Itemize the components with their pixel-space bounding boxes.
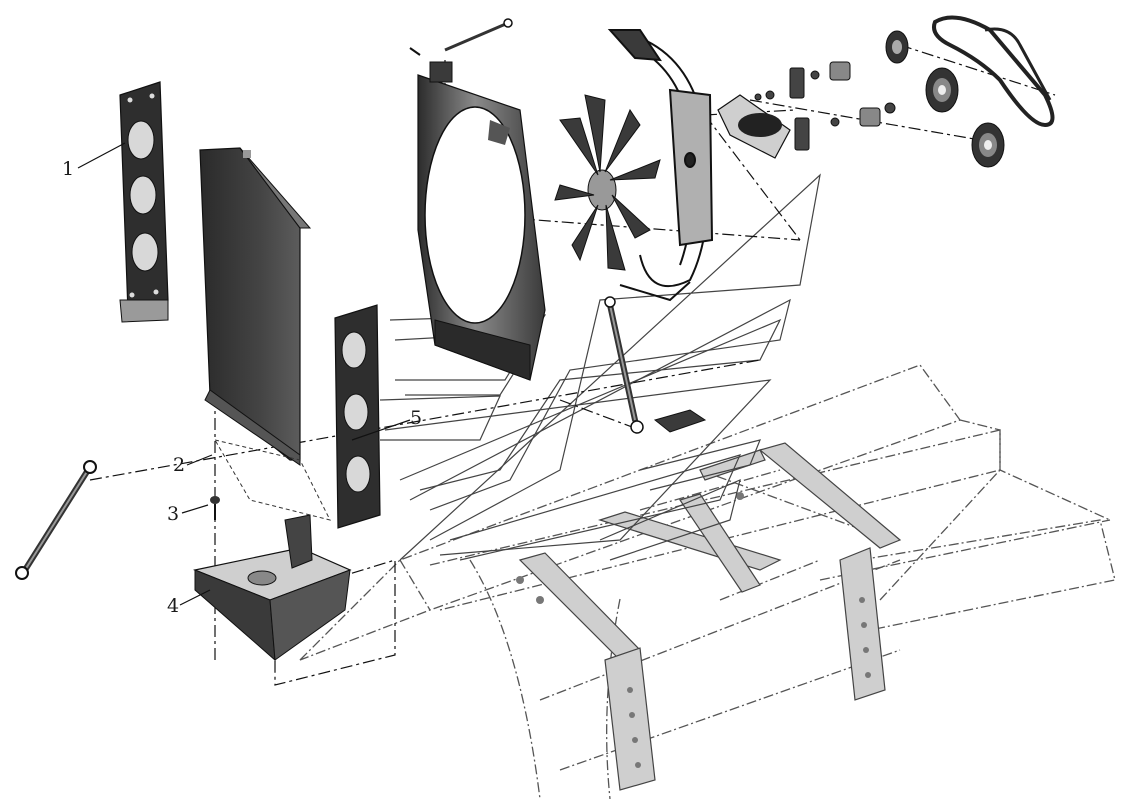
fan-stay-rod-lower [604, 296, 707, 434]
drive-belt [932, 15, 1055, 128]
frame-crossmember [518, 442, 902, 791]
callout-label-5: 5 [410, 407, 423, 429]
tie-rod-left [15, 460, 97, 580]
left-side-bracket [119, 81, 169, 323]
pulley-shaft-upper [754, 61, 851, 101]
pulley-shaft-lower [794, 102, 896, 151]
callout-label-4: 4 [167, 595, 180, 617]
radiator-core [199, 147, 331, 521]
bottom-support-seat [192, 514, 352, 662]
fan-stay-rod-top [409, 18, 513, 83]
fan-shroud [417, 74, 546, 381]
callout-label-3: 3 [167, 503, 180, 525]
cooling-fan [554, 94, 661, 271]
chassis-frame [299, 364, 1116, 799]
hose-routing-lines [379, 173, 821, 561]
pulley-crank [971, 122, 1005, 168]
callout-label-1: 1 [62, 158, 75, 180]
callout-label-2: 2 [173, 454, 186, 476]
fan-guard-ring [607, 29, 714, 302]
mounting-bolt [210, 496, 220, 520]
tensioner-plate [717, 94, 791, 159]
pulley-double [925, 67, 959, 113]
pulley-small [885, 30, 909, 64]
frame-rivets [516, 492, 871, 768]
right-side-bracket [334, 304, 381, 529]
callout-leader-lines [77, 142, 411, 606]
